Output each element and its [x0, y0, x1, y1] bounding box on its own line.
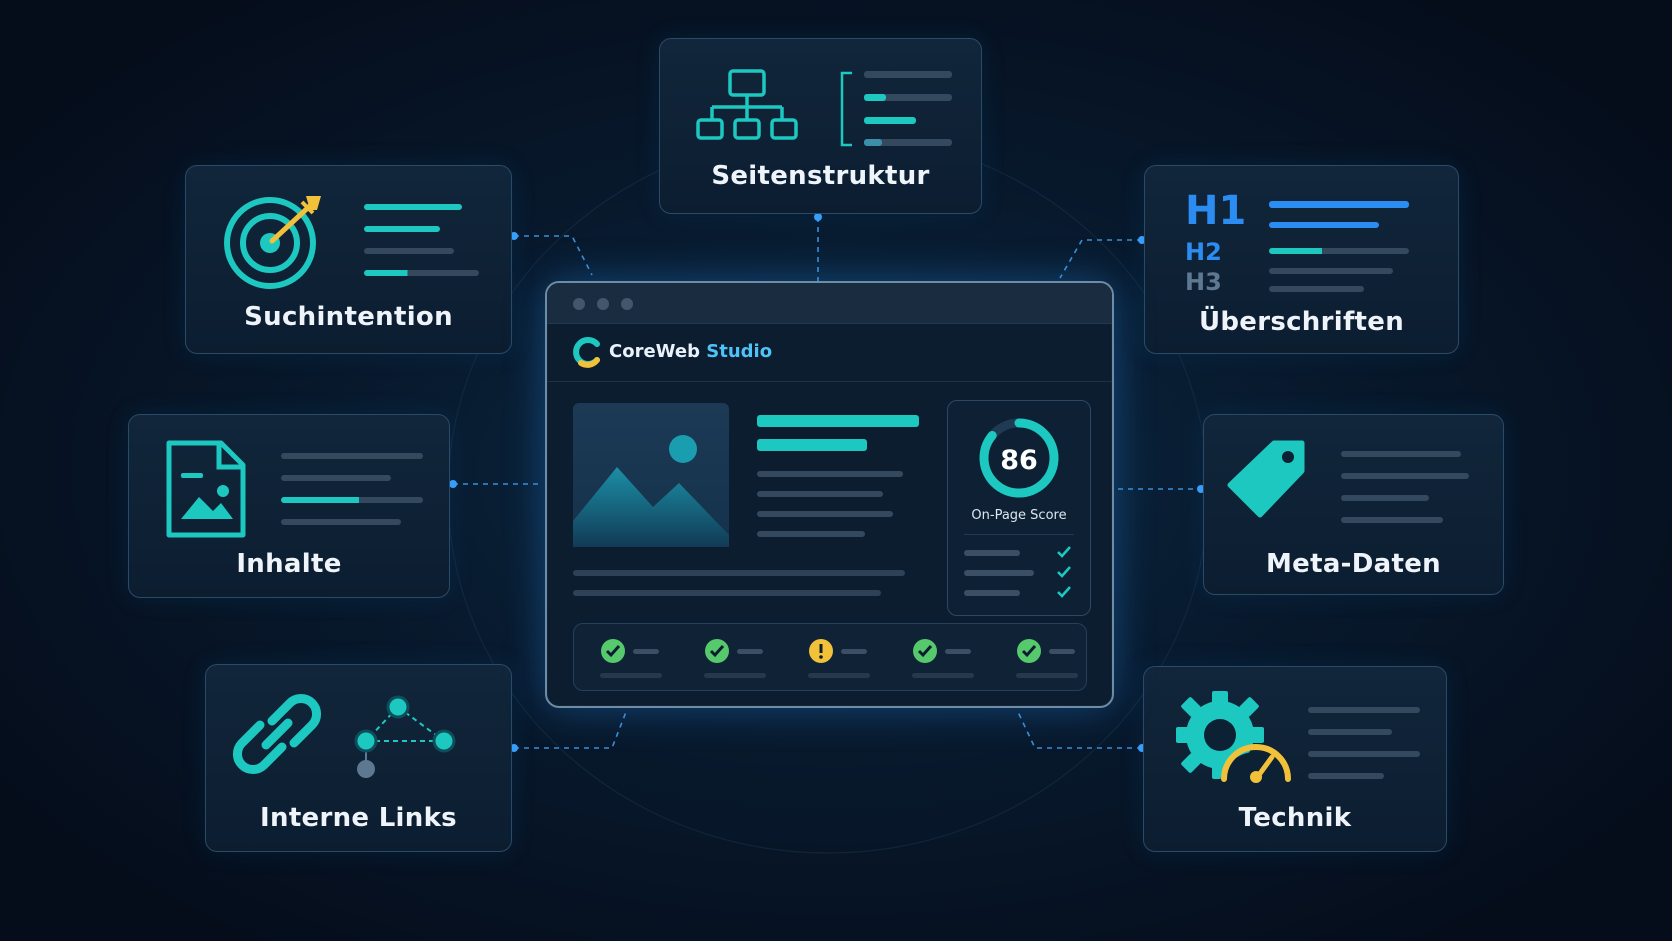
card-seitenstruktur[interactable]: Seitenstruktur: [659, 38, 982, 214]
card-suchintention[interactable]: Suchintention: [185, 165, 512, 354]
card-title: Technik: [1238, 803, 1352, 833]
card-interne-links[interactable]: Interne Links: [205, 664, 512, 852]
exclamation-circle-icon: [809, 639, 833, 663]
status-item: [912, 638, 992, 678]
text-lines: [1341, 451, 1469, 539]
window-dot[interactable]: [621, 298, 633, 310]
status-bar: [912, 673, 974, 678]
app-window[interactable]: CoreWeb Studio: [545, 281, 1114, 708]
brand-prefix: CoreWeb: [609, 341, 700, 362]
card-title: Inhalte: [236, 549, 342, 579]
status-item: [1016, 638, 1096, 678]
status-bar: [1049, 649, 1075, 654]
brand-logo-icon: [573, 337, 600, 368]
content-lines: [757, 415, 927, 537]
heading-h1: H1: [1185, 188, 1247, 234]
status-item: [808, 638, 888, 678]
status-item: [600, 638, 680, 678]
check-icon: [1057, 546, 1071, 558]
check-circle-icon: [913, 639, 937, 663]
score-value: 86: [1000, 445, 1038, 476]
check-circle-icon: [1017, 639, 1041, 663]
check-circle-icon: [601, 639, 625, 663]
status-bar: [945, 649, 971, 654]
chain-link-icon: [232, 693, 322, 775]
gear-gauge-icon: [1176, 691, 1294, 783]
card-ueberschriften[interactable]: H1 H2 H3 Überschriften: [1144, 165, 1459, 354]
status-bar: [808, 673, 870, 678]
card-title: Seitenstruktur: [711, 161, 930, 191]
status-bar: [600, 673, 662, 678]
card-title: Meta-Daten: [1266, 549, 1441, 579]
status-bar: [737, 649, 763, 654]
window-dot[interactable]: [573, 298, 585, 310]
brand-header: CoreWeb Studio: [547, 324, 1112, 382]
text-lines: [364, 204, 479, 292]
status-strip: [573, 623, 1087, 691]
target-arrow-icon: [224, 196, 321, 289]
document-image-icon: [166, 440, 246, 538]
card-technik[interactable]: Technik: [1143, 666, 1447, 852]
score-checklist: [964, 544, 1076, 604]
status-bar: [1016, 673, 1078, 678]
window-titlebar[interactable]: [547, 283, 1112, 324]
brand-suffix: Studio: [706, 341, 773, 362]
score-panel[interactable]: 86 On-Page Score: [947, 400, 1091, 616]
text-lines: [1269, 201, 1409, 308]
check-icon: [1057, 586, 1071, 598]
score-ring: [979, 418, 1059, 498]
brand-name: CoreWeb Studio: [609, 341, 772, 362]
heading-h3: H3: [1185, 268, 1222, 296]
card-inhalte[interactable]: Inhalte: [128, 414, 450, 598]
heading-h2: H2: [1185, 238, 1222, 266]
image-placeholder: [573, 403, 729, 547]
text-lines: [281, 453, 423, 541]
status-bar: [841, 649, 867, 654]
score-divider: [964, 534, 1074, 535]
card-title: Suchintention: [244, 302, 453, 332]
check-circle-icon: [705, 639, 729, 663]
card-title: Interne Links: [260, 803, 457, 833]
card-title: Überschriften: [1198, 307, 1405, 337]
card-meta-daten[interactable]: Meta-Daten: [1203, 414, 1504, 595]
link-graph-icon: [354, 695, 456, 778]
score-label: On-Page Score: [971, 508, 1067, 523]
text-lines: [1308, 707, 1420, 795]
status-bar: [633, 649, 659, 654]
status-item: [704, 638, 784, 678]
check-icon: [1057, 566, 1071, 578]
tag-icon: [1227, 440, 1305, 518]
content-lines-wide: [573, 570, 913, 596]
tree-outline-icon: [840, 71, 952, 147]
window-dot[interactable]: [597, 298, 609, 310]
sitemap-icon: [696, 69, 798, 140]
status-bar: [704, 673, 766, 678]
